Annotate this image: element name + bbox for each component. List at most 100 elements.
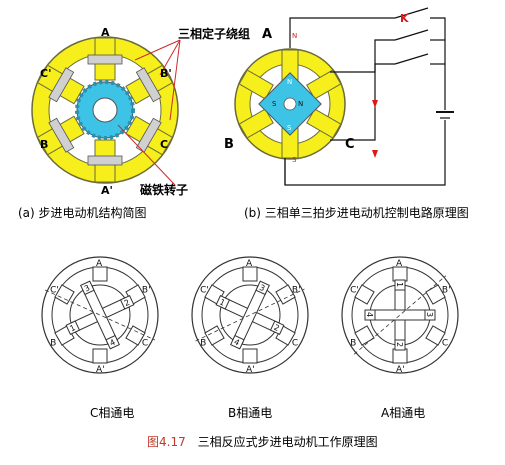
- stator-pole: [392, 348, 408, 364]
- pole-label-c2: C': [40, 67, 51, 80]
- rotor-tooth: [215, 295, 231, 310]
- rotor-tooth-label: 1: [395, 282, 404, 287]
- callout-winding: 三相定子绕组: [178, 26, 250, 41]
- rotor-tooth: [269, 320, 285, 335]
- winding-a: [87, 54, 123, 65]
- figure-caption: 图4.17 三相反应式步进电动机工作原理图: [147, 433, 378, 450]
- pole-label: B': [292, 286, 301, 296]
- stator-outer: [41, 256, 159, 374]
- stator-pole: [354, 325, 375, 346]
- rotor-tooth-label: 3: [258, 283, 266, 293]
- rotor-tooth-label: 2: [272, 323, 280, 333]
- pole-label: C: [442, 339, 448, 349]
- stator-poles-2: [238, 49, 342, 159]
- shaft-2: [283, 97, 297, 111]
- labels: A A' C' B' B C 三相定子绕组 磁铁转子 A B C K N S N…: [40, 12, 409, 197]
- rotor-tooth: [364, 309, 376, 321]
- rotor-tooth: [105, 334, 120, 350]
- stator-pole: [425, 325, 446, 346]
- figure-number: 图4.17: [147, 435, 186, 449]
- rotor-mark-s-inner: S: [272, 100, 277, 108]
- rotor-tooth: [394, 339, 406, 351]
- shaft: [92, 97, 118, 123]
- pole-label: A: [246, 259, 253, 269]
- pole-label: C': [200, 286, 209, 296]
- pole-label: C: [292, 339, 298, 349]
- pole-label-b: B: [40, 138, 48, 151]
- rotor-tooth-label: 3: [83, 283, 91, 293]
- pole-label: B: [50, 339, 56, 349]
- circuit-pole-b: B: [224, 137, 234, 152]
- rotor-tooth-label: 4: [365, 312, 374, 317]
- stator-pole: [92, 266, 108, 282]
- pole-label-a2: A': [101, 184, 113, 197]
- winding-a2: [87, 155, 123, 166]
- circuit-pole-c: C: [345, 137, 355, 152]
- stator-outer: [341, 256, 459, 374]
- stator-pole: [354, 284, 375, 305]
- state-label-a: A相通电: [381, 406, 426, 420]
- pole-label-b2: B': [160, 67, 172, 80]
- stator-pole: [92, 348, 108, 364]
- rotor-mark-s: S: [287, 124, 292, 132]
- pole-label: C': [350, 286, 359, 296]
- state-label-b: B相通电: [228, 406, 273, 420]
- rotor-circle: [69, 284, 131, 346]
- pole-label: B': [442, 286, 451, 296]
- caption-a: (a) 步进电动机结构简图: [18, 206, 147, 220]
- pole-label: A': [246, 365, 255, 375]
- windings: [48, 54, 162, 166]
- stator-pole: [242, 348, 258, 364]
- rotor-bar: [369, 309, 431, 321]
- pole-label: C: [142, 339, 148, 349]
- pole-label: A': [396, 365, 405, 375]
- current-arrows: [372, 100, 378, 158]
- winding-c2: [48, 67, 75, 103]
- rotor-tooth: [230, 334, 245, 350]
- stator-pole: [54, 284, 75, 305]
- stator-pole: [204, 325, 225, 346]
- switch-label: K: [400, 12, 409, 25]
- pole-label: A': [96, 365, 105, 375]
- pole-label: B: [350, 339, 356, 349]
- rotor-tooth-label: 2: [123, 298, 131, 308]
- rotor-tooth: [255, 280, 270, 296]
- figure-title: 三相反应式步进电动机工作原理图: [197, 435, 378, 449]
- stator-pole: [125, 325, 146, 346]
- stator-pole: [425, 284, 446, 305]
- rotor-mark-n: N: [287, 78, 292, 86]
- stator-pole: [275, 284, 296, 305]
- field-axis: [353, 275, 447, 355]
- stator-mark-s1: S: [292, 156, 297, 164]
- pole-label: A: [96, 259, 103, 269]
- state-label-c: C相通电: [90, 406, 135, 420]
- winding-c: [135, 117, 162, 153]
- circuit-pole-a: A: [262, 27, 272, 42]
- rotor-circle: [219, 284, 281, 346]
- winding-b2: [135, 67, 162, 103]
- rotor-tooth-label: 2: [395, 342, 404, 347]
- rotor-tooth: [80, 280, 95, 296]
- rotor-mark-n-inner: N: [298, 100, 303, 108]
- field-axis: [195, 288, 305, 342]
- caption-b: (b) 三相单三拍步进电动机控制电路原理图: [244, 206, 469, 220]
- rotor-tooth: [424, 309, 436, 321]
- pole-label: B': [142, 286, 151, 296]
- pole-label: C': [50, 286, 59, 296]
- rotor-tooth: [65, 320, 81, 335]
- motor-structure-diagram: [31, 36, 181, 186]
- rotor-tooth-label: 1: [218, 297, 226, 307]
- pole-label: B: [200, 339, 206, 349]
- stator-pole: [392, 266, 408, 282]
- winding-b: [48, 117, 75, 153]
- control-circuit-diagram: [234, 7, 454, 186]
- rotor-tooth: [394, 279, 406, 291]
